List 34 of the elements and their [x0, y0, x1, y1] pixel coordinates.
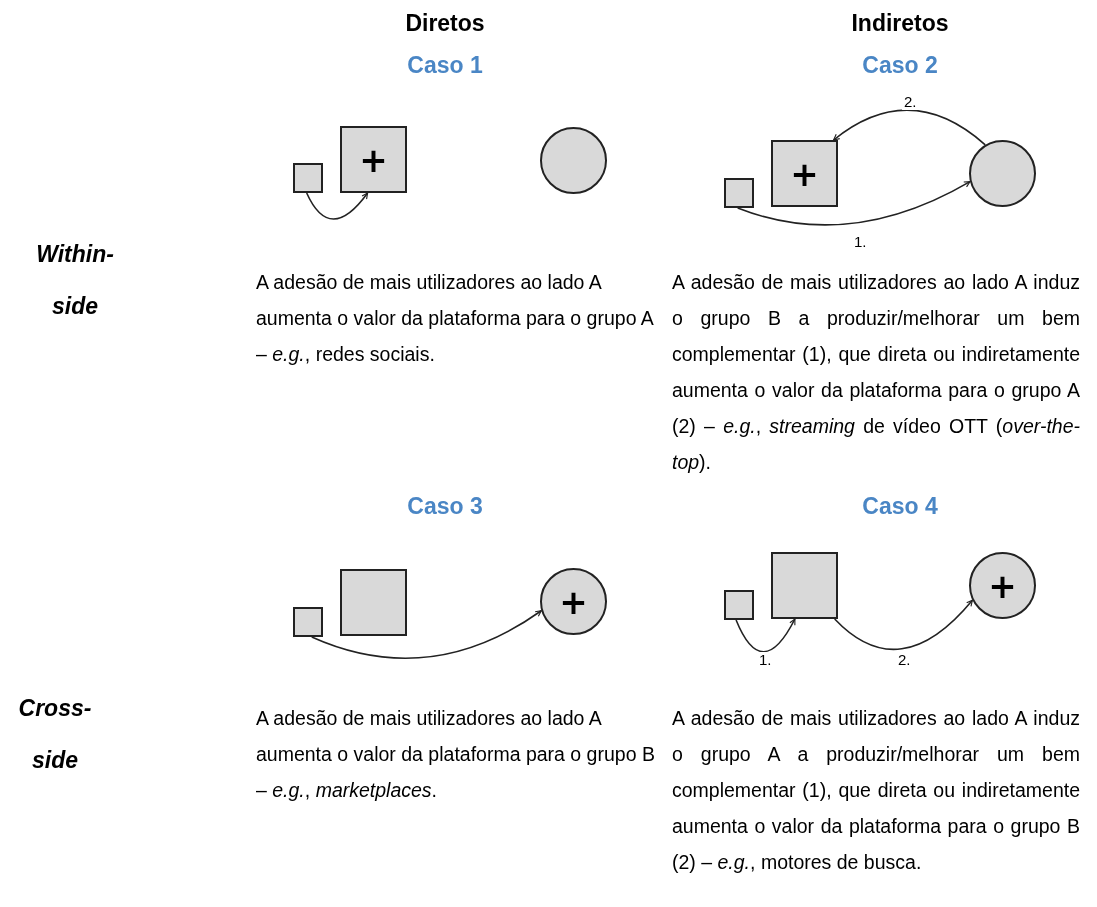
square-shape [293, 163, 323, 193]
case-heading: Caso 3 [406, 493, 484, 520]
plus-sign: + [790, 156, 819, 191]
plus-sign: + [359, 142, 388, 177]
curved-arrow [305, 192, 369, 220]
description-text: A adesão de mais utilizadores ao lado A aumenta o valor da plataforma para o grupo B – e.g., marketplaces. [256, 706, 656, 803]
edge-label: 2. [896, 652, 913, 668]
row-heading: Within-side [35, 240, 115, 321]
column-heading: Indiretos [850, 10, 950, 37]
edge-label: 1. [757, 652, 774, 668]
curved-arrow [833, 599, 974, 651]
case-heading: Caso 1 [406, 52, 484, 79]
square-shape [771, 552, 838, 619]
curved-arrow [735, 618, 796, 653]
square-shape [724, 178, 754, 208]
plus-sign: + [988, 568, 1017, 603]
square-shape [293, 607, 323, 637]
curved-arrow [736, 180, 971, 226]
curved-arrow [310, 609, 543, 659]
description-text: A adesão de mais utilizadores ao lado A induz o grupo A a produzir/melhorar um bem complementar (1), que direta ou indiretamente aumenta o valor da plataforma para o grupo B (2) – e.g., motores de busca. [672, 706, 1080, 875]
square-shape [771, 140, 838, 207]
plus-sign: + [559, 584, 588, 619]
case-heading: Caso 4 [861, 493, 939, 520]
curved-arrow [832, 109, 987, 146]
description-text: A adesão de mais utilizadores ao lado A induz o grupo B a produzir/melhorar um bem complementar (1), que direta ou indiretamente aumenta o valor da plataforma para o grupo A (2) – e.g., streaming de vídeo OTT (over-the-top). [672, 270, 1080, 475]
square-shape [340, 126, 407, 193]
edge-label: 1. [852, 234, 869, 250]
square-shape [724, 590, 754, 620]
edge-label: 2. [902, 94, 919, 110]
column-heading: Diretos [404, 10, 486, 37]
square-shape [340, 569, 407, 636]
description-text: A adesão de mais utilizadores ao lado A aumenta o valor da plataforma para o grupo A – e.g., redes sociais. [256, 270, 655, 367]
row-heading: Cross-side [17, 694, 93, 775]
case-heading: Caso 2 [861, 52, 939, 79]
